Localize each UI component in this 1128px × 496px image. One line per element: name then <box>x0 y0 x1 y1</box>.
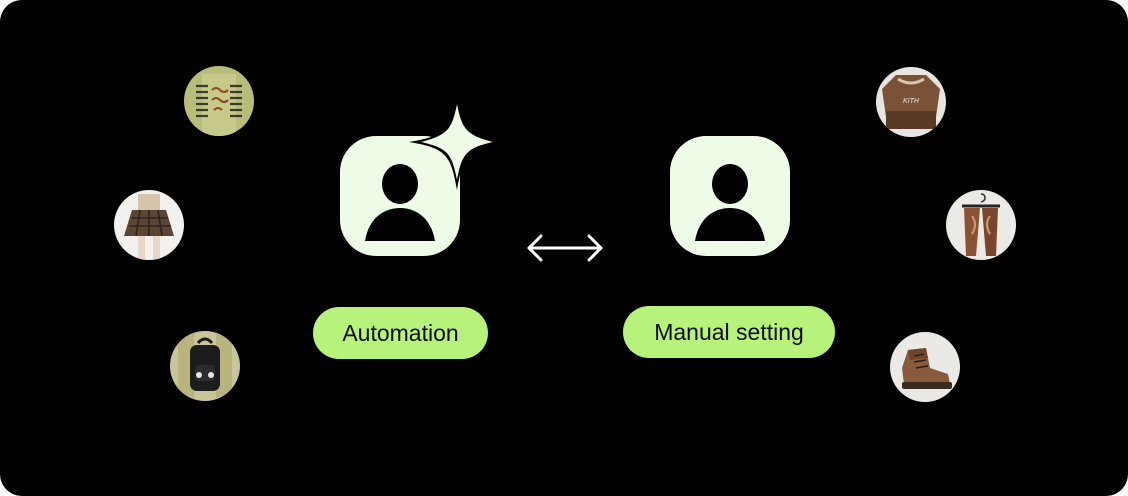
automation-label: Automation <box>313 307 488 359</box>
manual-setting-label: Manual setting <box>623 306 835 358</box>
user-icon <box>670 136 790 256</box>
svg-text:KITH: KITH <box>903 98 920 105</box>
plaid-skirt-thumbnail <box>114 190 184 260</box>
striped-sweater-thumbnail <box>184 66 254 136</box>
double-arrow-icon <box>524 231 606 265</box>
hiking-boot-thumbnail <box>890 332 960 402</box>
crop-top-thumbnail: KITH <box>876 67 946 137</box>
backpack-thumbnail <box>170 331 240 401</box>
hanging-pants-thumbnail <box>946 190 1016 260</box>
user-sparkle-icon <box>335 100 500 260</box>
